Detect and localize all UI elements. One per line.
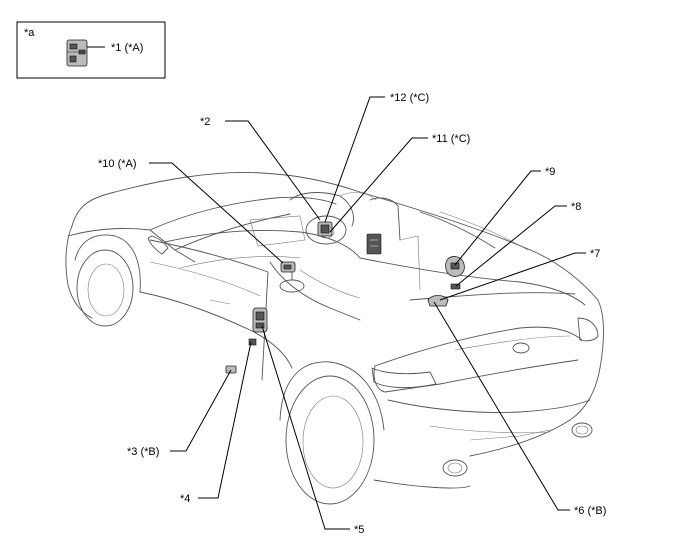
vehicle-outline — [65, 172, 604, 505]
callout-4: *4 — [180, 493, 190, 505]
leader-2 — [225, 120, 321, 221]
components — [225, 221, 465, 374]
leader-11 — [329, 137, 428, 233]
connector-part — [450, 283, 461, 290]
seat-sensor-part — [445, 256, 465, 277]
console-ecu-part — [280, 261, 296, 273]
callout-labels: *2 *10 (*A) *12 (*C) *11 (*C) *9 *8 *7 *… — [98, 92, 606, 536]
callout-6: *6 (*B) — [574, 505, 606, 517]
buckle-switch-part — [427, 295, 449, 307]
legend-item-label: *1 (*A) — [111, 42, 143, 54]
leader-7 — [439, 252, 586, 301]
leader-lines — [149, 96, 586, 530]
leader-3 — [170, 369, 232, 452]
rocker-sensor-part — [225, 365, 237, 374]
callout-5: *5 — [354, 524, 364, 536]
callout-3: *3 (*B) — [127, 446, 159, 458]
ecu-module-icon — [66, 39, 88, 67]
callout-8: *8 — [571, 201, 581, 213]
legend-box: *a *1 (*A) — [16, 21, 166, 79]
side-sensor-part — [252, 307, 268, 333]
leader-4 — [198, 341, 252, 499]
leader-12 — [324, 96, 385, 223]
callout-9: *9 — [545, 166, 555, 178]
pillar-connector-part — [248, 338, 257, 346]
leader-10 — [149, 162, 284, 264]
steering-module-part — [317, 221, 333, 237]
callout-10: *10 (*A) — [98, 158, 137, 170]
callout-2: *2 — [200, 116, 210, 128]
leader-6 — [433, 301, 570, 511]
leader-5 — [261, 325, 350, 530]
leader-8 — [455, 205, 567, 287]
callout-7: *7 — [590, 248, 600, 260]
leader-9 — [454, 170, 541, 266]
callout-11: *11 (*C) — [432, 133, 470, 145]
switch-panel-part — [366, 233, 382, 255]
callout-12: *12 (*C) — [390, 92, 429, 104]
legend-key-label: *a — [24, 27, 35, 39]
